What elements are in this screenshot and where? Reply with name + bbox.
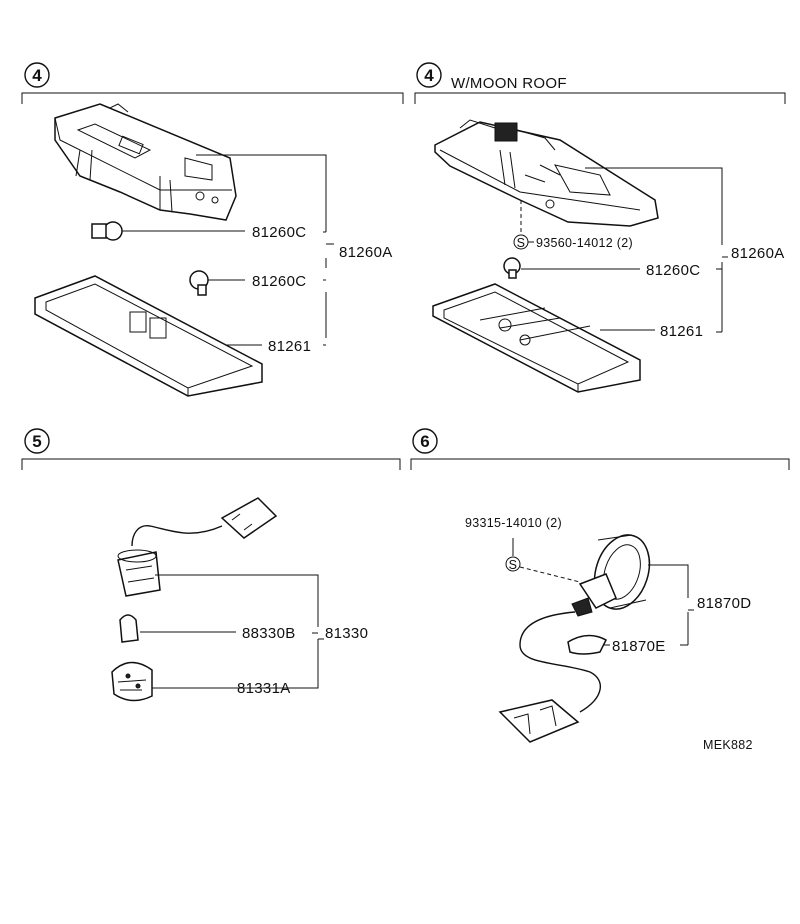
section-number: 4 [424,66,434,85]
part-label-81260c-a: 81260C [252,224,306,241]
drawing-code: MEK882 [703,738,753,752]
part-label-81261: 81261 [268,338,311,355]
festoon-bulb [567,634,607,655]
section-number: 5 [32,432,41,451]
section-5: 5 88330B 81330 81331A [21,428,401,702]
part-label-93560-14012: 93560-14012 (2) [536,236,633,250]
festoon-bulb [189,270,209,296]
wedge-bulb [503,257,521,279]
map-lamp-housing [434,119,659,227]
screw-symbol: S [513,234,529,250]
lamp-lens [432,283,641,393]
wedge-bulb [119,614,139,643]
lamp-socket [117,549,161,597]
wire-connector [498,699,580,743]
section-bracket [21,92,404,104]
lamp-ring-assembly [571,534,651,617]
section-number: 4 [32,66,42,85]
screw-symbol: S [505,556,521,572]
wire-connector [131,497,278,547]
part-label-81331a: 81331A [237,680,291,697]
part-label-81260c: 81260C [646,262,700,279]
part-label-81261: 81261 [660,323,703,340]
socket-cover [111,661,153,702]
lamp-lens [34,275,263,397]
part-label-81870d: 81870D [697,595,751,612]
section-bracket [21,458,401,470]
wedge-bulb [91,221,123,241]
part-label-81870e: 81870E [612,638,666,655]
screw-symbol-letter: S [509,558,518,572]
screw-symbol-letter: S [517,236,526,250]
section-number: 6 [420,432,429,451]
section-4-standard: 4 [21,62,404,397]
section-number-badge [24,428,50,454]
section-number-badge [416,62,442,88]
section-6: 6 93315-14010 (2) S 81870D [410,428,790,743]
part-label-81260c-b: 81260C [252,273,306,290]
section-number-badge [24,62,50,88]
section-4-moon-roof: 4 W/MOON ROOF S [414,62,786,393]
section-title: W/MOON ROOF [451,75,567,92]
part-label-81260a: 81260A [731,245,785,262]
part-label-88330b: 88330B [242,625,296,642]
section-bracket [410,458,790,470]
section-number-badge [412,428,438,454]
part-label-81260a: 81260A [339,244,393,261]
section-bracket [414,92,786,104]
part-label-81330: 81330 [325,625,368,642]
part-label-93315-14010: 93315-14010 (2) [465,516,562,530]
map-lamp-housing [54,103,237,221]
